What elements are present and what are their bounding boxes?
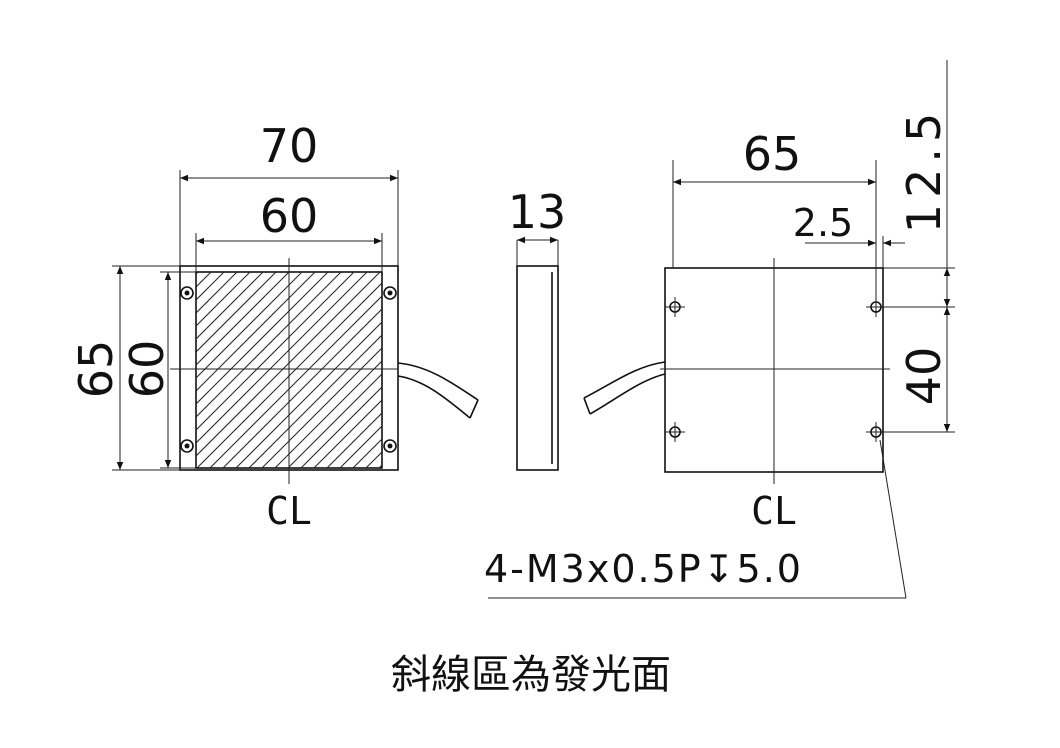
hatch-line (196, 272, 238, 314)
hatch-line (326, 412, 382, 468)
front-view: 70 60 65 60 CL (69, 119, 605, 533)
mounting-hole-icon (866, 297, 886, 317)
hatch-line (196, 272, 342, 418)
hatch-line (196, 272, 303, 379)
hatch-pattern (196, 268, 605, 468)
hole-note-leader (879, 439, 907, 599)
side-body (516, 265, 559, 471)
cable-end (469, 399, 479, 419)
hatch-line (196, 272, 329, 405)
hatch-line (365, 451, 382, 468)
side-view: 13 (508, 185, 567, 471)
dim-hole-pitch: 40 (897, 347, 951, 406)
cable-upper-edge (397, 362, 479, 401)
dim-outer-height: 65 (69, 340, 123, 399)
dim-offset: 2.5 (793, 201, 853, 245)
hatch-line (339, 425, 382, 468)
dim-outer-width: 70 (260, 119, 319, 173)
hatch-line (196, 272, 264, 340)
dim-rear-width: 65 (743, 127, 802, 181)
hatch-line (261, 347, 382, 468)
hatch-line (196, 282, 382, 468)
hatch-line (287, 373, 382, 468)
mounting-hole-icon (866, 422, 886, 442)
dim-inner-height: 60 (120, 340, 174, 399)
hatch-line (196, 272, 355, 431)
hatch-line (196, 272, 277, 353)
hatch-line (274, 360, 382, 468)
dim-thickness: 13 (508, 185, 567, 239)
hatch-line (248, 334, 382, 468)
mounting-hole-icon (665, 422, 685, 442)
rear-view: 65 2.5 12.5 40 CL 4-M3x0.5P↧5.0 (484, 60, 955, 599)
hatch-line (196, 272, 368, 444)
screw-icon (383, 286, 397, 300)
mounting-hole-icon (665, 297, 685, 317)
hatch-line (235, 321, 382, 468)
screw-icon (180, 439, 194, 453)
hatch-line (196, 272, 316, 392)
hole-note: 4-M3x0.5P↧5.0 (484, 547, 803, 591)
hatch-line (196, 272, 251, 327)
hatch-line (300, 386, 382, 468)
hatch-line (209, 295, 382, 468)
hatch-line (313, 399, 382, 468)
cable-lower-edge (397, 375, 471, 419)
rear-cable-end (583, 397, 591, 415)
hatch-line (196, 272, 290, 366)
front-centerline-label: CL (266, 489, 312, 533)
rear-centerline-label: CL (751, 489, 797, 533)
hatch-line (196, 272, 381, 457)
screw-icon (180, 286, 194, 300)
dim-top-offset: 12.5 (897, 107, 951, 233)
screw-icon (383, 439, 397, 453)
rear-cable-upper-edge (583, 361, 666, 399)
hatch-line (378, 464, 382, 468)
dim-inner-width: 60 (260, 189, 319, 243)
emitting-area-caption: 斜線區為發光面 (391, 652, 671, 698)
rear-cable-lower-edge (589, 373, 666, 415)
hatch-line (405, 268, 605, 468)
hatch-line (222, 308, 382, 468)
hatch-line (352, 438, 382, 468)
